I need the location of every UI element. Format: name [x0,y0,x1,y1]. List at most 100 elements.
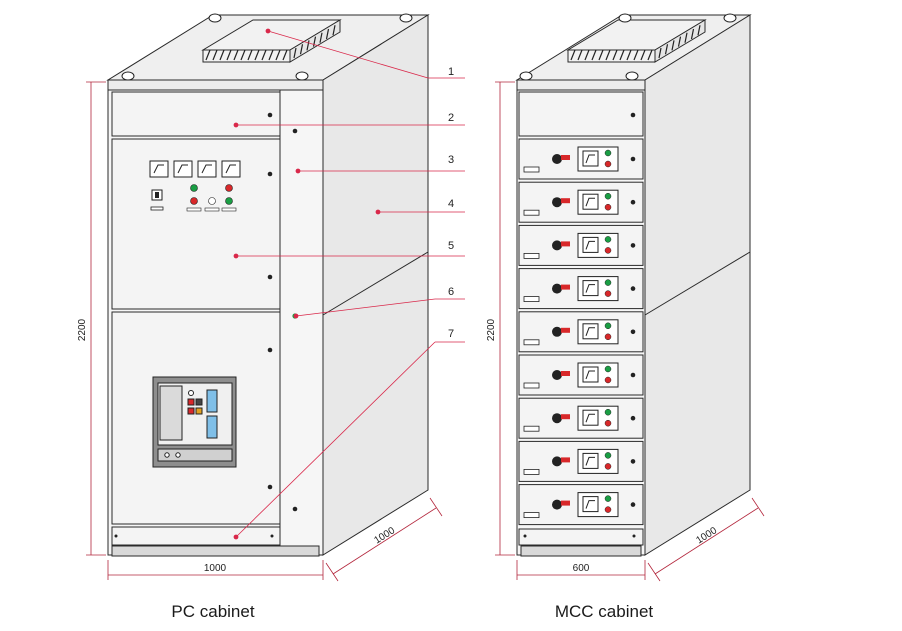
vent-slat [293,47,297,59]
pc-indicator-lamps [186,184,237,212]
pc-width-label: 1000 [204,563,227,574]
pc-top-trim [107,79,324,91]
meter-icon [582,236,599,253]
drawer-label-slot [523,209,540,216]
vent-slat [697,25,701,36]
door-handle [267,112,273,118]
mcc-drawer [518,354,644,396]
vent-slat [591,49,597,61]
rotary-handle-icon [552,326,562,337]
lifting-eyes [121,13,737,81]
vent-slat [254,49,260,61]
vent-slat [325,28,330,40]
red-lamp-icon [604,463,612,470]
pc-height-label: 2200 [77,318,88,341]
callout-leaders [233,28,465,540]
vent-slat [605,49,611,61]
mcc-drawer [518,138,644,180]
rotary-handle-lever [561,371,570,376]
callout-number: 5 [448,240,454,252]
vent-slat [268,49,274,61]
callout-number: 3 [448,154,454,166]
mcc-cabinet-caption: MCC cabinet [555,602,654,621]
mcc-width-label: 600 [573,563,590,574]
rotary-handle-icon [552,197,562,208]
rotary-handle-lever [561,198,570,204]
mcc-vent-slats [570,25,701,61]
pc-side-divider [322,251,429,316]
red-lamp-icon [604,203,612,211]
pc-vent-slats [205,25,336,61]
pc-bottom-compartment [111,526,281,546]
vent-slat [633,49,639,61]
vent-slat [640,49,646,61]
meter-icon [173,160,193,178]
callout-number: 7 [448,328,454,340]
mcc-drawer [518,484,644,526]
door-handle [630,286,636,291]
dimension-lines [86,81,765,582]
door-handle [630,243,636,248]
green-lamp-icon [604,365,612,373]
rotary-handle-icon [552,240,562,251]
red-lamp-icon [604,160,612,168]
vent-slat [240,49,246,61]
drawer-label-slot [523,252,540,259]
rotary-handle-lever [561,241,570,247]
door-handle [292,128,298,134]
mcc-side-face [644,14,751,556]
mcc-top-handle [523,112,636,538]
drawer-label-slot [523,296,540,303]
vent-slat [584,49,590,61]
vent-slat [570,49,576,61]
green-lamp-icon [190,184,198,192]
vent-slat [319,32,323,43]
meter-needle [585,240,595,250]
rotary-handle-icon [552,413,562,424]
mcc-drawer [518,224,644,266]
rotary-handle-icon [552,370,562,380]
white-lamp-icon [208,197,216,205]
green-lamp-icon [225,197,233,205]
meter-icon [582,452,599,469]
mcc-drawer [518,311,644,353]
door-handle [267,171,273,177]
drawer-label-slot [523,468,540,475]
drawer-label-slot [523,382,540,389]
red-lamp-icon [225,184,233,192]
door-handle [630,502,636,507]
red-lamp-icon [604,419,612,427]
red-lamp-icon [604,376,612,384]
vent-slat [247,49,253,61]
meter-icon [582,323,599,340]
rotary-handle-lever [561,155,570,160]
vent-slat [677,36,682,47]
drawer-label-slot [523,425,540,432]
green-lamp-icon [604,408,612,416]
drawer-label-slot [523,166,540,173]
pc-air-circuit-breaker [152,376,237,468]
meter-icon [582,193,599,210]
rotary-handle-lever [561,500,570,506]
mcc-drawer [518,397,644,439]
mcc-drawer [518,268,644,310]
meter-icon [582,409,599,426]
meter-icon [197,160,217,178]
pc-selector-switch [150,189,164,211]
mcc-top-compartment [518,91,644,137]
vent-slat [205,49,211,61]
callout-number: 1 [448,66,454,78]
pc-top-compartment [111,91,281,137]
pc-base-plinth [111,545,320,557]
meter-needle [585,197,595,207]
vent-slat [626,49,632,61]
vent-slat [233,49,239,61]
drawer-label-slot [523,339,540,346]
mcc-bottom-compartment [518,528,644,546]
pc-cabinet-caption: PC cabinet [171,602,254,621]
mcc-base-plinth [520,545,642,557]
door-handle [630,199,636,205]
vent-slat [612,49,618,61]
vent-slat [299,44,304,55]
